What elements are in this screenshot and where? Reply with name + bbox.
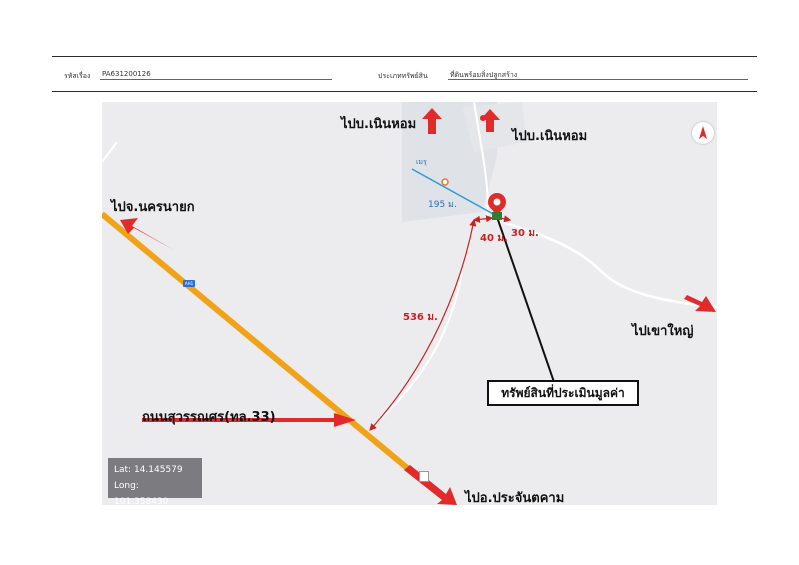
longitude-text: Long: 101.358430: [114, 481, 169, 507]
minor-road-south: [371, 271, 463, 428]
land-parcel-north: [462, 102, 527, 152]
coordinates-box: Lat: 14.145579 Long: 101.358430: [108, 458, 202, 507]
direction-north-right: ไปบ.เนินหอม: [512, 129, 588, 144]
road-label: ถนนสุวรรณศร(ทล.33): [142, 410, 276, 425]
asset-type-underline: [448, 79, 748, 80]
direction-west: ไปจ.นครนายก: [111, 200, 195, 215]
measure-line-40m: [472, 215, 494, 223]
document-header: รหัสเรื่อง PA631200126 ประเภททรัพย์สิน ท…: [52, 56, 757, 92]
distance-195m: 195 ม.: [428, 200, 457, 210]
minor-road-north: [473, 102, 489, 218]
measure-line-536m: [369, 218, 477, 431]
minor-road-west: [102, 141, 118, 163]
callout-leader-line: [496, 216, 555, 383]
asset-type-value: ที่ดินพร้อมสิ่งปลูกสร้าง: [450, 71, 518, 79]
direction-north-left: ไปบ.เนินหอม: [341, 117, 417, 132]
km-marker: [419, 471, 429, 482]
direction-arrows: [120, 108, 716, 505]
direction-east: ไปเขาใหญ่: [632, 324, 694, 339]
direction-south: ไปอ.ประจันตคาม: [465, 491, 565, 506]
asset-type-label: ประเภททรัพย์สิน: [378, 72, 428, 80]
highway-33: [102, 211, 426, 485]
distance-30m: 30 ม.: [511, 228, 539, 239]
poi-marker-north-icon[interactable]: [480, 115, 486, 121]
highway-shield: AH1: [183, 280, 195, 287]
map-graphics: [102, 102, 717, 505]
header-bottom-line: [52, 91, 757, 92]
minor-road-east: [486, 215, 717, 309]
poi-label: เมรุ: [416, 158, 427, 166]
poi-marker-icon[interactable]: [441, 178, 449, 186]
map-canvas[interactable]: [102, 102, 717, 505]
case-id-label: รหัสเรื่อง: [64, 72, 91, 80]
distance-40m: 40 ม.: [480, 233, 508, 244]
compass-icon[interactable]: [692, 122, 714, 144]
asset-callout: ทรัพย์สินที่ประเมินมูลค่า: [487, 380, 639, 406]
distance-536m: 536 ม.: [403, 312, 438, 323]
asset-pin-icon[interactable]: [488, 193, 506, 220]
latitude-text: Lat: 14.145579: [114, 465, 183, 475]
header-top-line: [52, 56, 757, 57]
measure-line-195m: [411, 168, 496, 216]
case-id-value: PA631200126: [102, 70, 151, 78]
case-id-underline: [100, 79, 332, 80]
